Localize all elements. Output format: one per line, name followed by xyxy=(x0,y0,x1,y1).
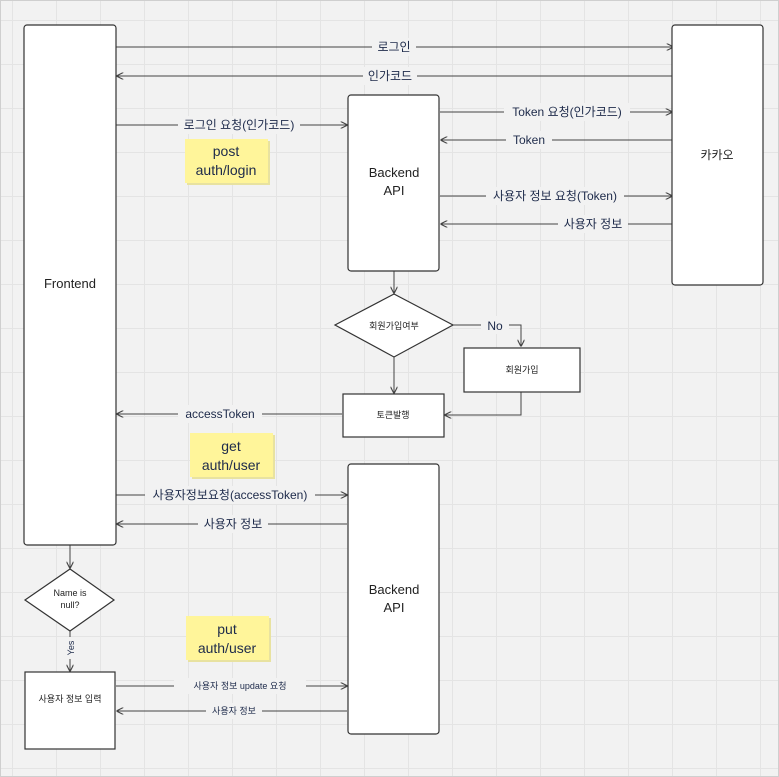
kakao-label: 카카오 xyxy=(700,148,733,162)
backend-bottom-label-1: Backend xyxy=(369,582,420,597)
edge-label-token: Token xyxy=(513,133,545,147)
sticky-get-path: auth/user xyxy=(202,457,261,473)
edge-label-user-info-update: 사용자 정보 update 요청 xyxy=(194,681,287,691)
edge-label-user-info-request-access: 사용자정보요청(accessToken) xyxy=(153,488,308,502)
edge-label-access-token: accessToken xyxy=(185,407,254,421)
sticky-post-method: post xyxy=(213,143,240,159)
issue-token-node xyxy=(342,393,445,438)
sticky-put-path: auth/user xyxy=(198,640,257,656)
name-check-label-1: Name is xyxy=(53,588,87,598)
edge-no xyxy=(453,324,521,346)
edge-label-no: No xyxy=(487,319,503,333)
backend-top-label-1: Backend xyxy=(369,165,420,180)
signup-check-label: 회원가입여부 xyxy=(369,320,419,331)
sticky-note-post xyxy=(185,139,270,185)
edge-label-yes: Yes xyxy=(66,640,76,655)
kakao-node xyxy=(671,24,764,286)
name-check-decision xyxy=(23,568,116,632)
signup-label: 회원가입 xyxy=(505,364,538,375)
user-info-input-label: 사용자 정보 입력 xyxy=(39,693,102,704)
backend-api-node-bottom xyxy=(347,463,440,735)
edge-label-token-request: Token 요청(인가코드) xyxy=(512,105,622,119)
signup-check-decision xyxy=(333,293,455,358)
frontend-node xyxy=(23,24,117,546)
sticky-note-put xyxy=(186,616,271,662)
sticky-get-method: get xyxy=(221,438,241,454)
edge-label-login-request: 로그인 요청(인가코드) xyxy=(184,118,295,132)
backend-bottom-label-2: API xyxy=(384,600,405,615)
edge-label-login: 로그인 xyxy=(377,40,410,54)
edge-signup-to-token xyxy=(445,392,522,415)
name-check-label-2: null? xyxy=(60,600,79,610)
backend-top-label-2: API xyxy=(384,183,405,198)
sticky-put-method: put xyxy=(217,621,237,637)
edge-label-user-info-3: 사용자 정보 xyxy=(212,706,256,716)
issue-token-label: 토큰발행 xyxy=(376,409,409,420)
frontend-label: Frontend xyxy=(44,276,96,291)
sticky-note-get xyxy=(190,433,275,479)
edge-label-user-info-request: 사용자 정보 요청(Token) xyxy=(493,189,617,203)
edge-label-user-info-2: 사용자 정보 xyxy=(204,517,263,531)
edge-label-auth-code: 인가코드 xyxy=(368,69,412,83)
sticky-post-path: auth/login xyxy=(196,162,257,178)
user-info-input-node xyxy=(24,671,116,750)
edge-label-user-info: 사용자 정보 xyxy=(564,217,623,231)
backend-api-node-top xyxy=(347,94,440,272)
signup-node xyxy=(463,347,581,393)
